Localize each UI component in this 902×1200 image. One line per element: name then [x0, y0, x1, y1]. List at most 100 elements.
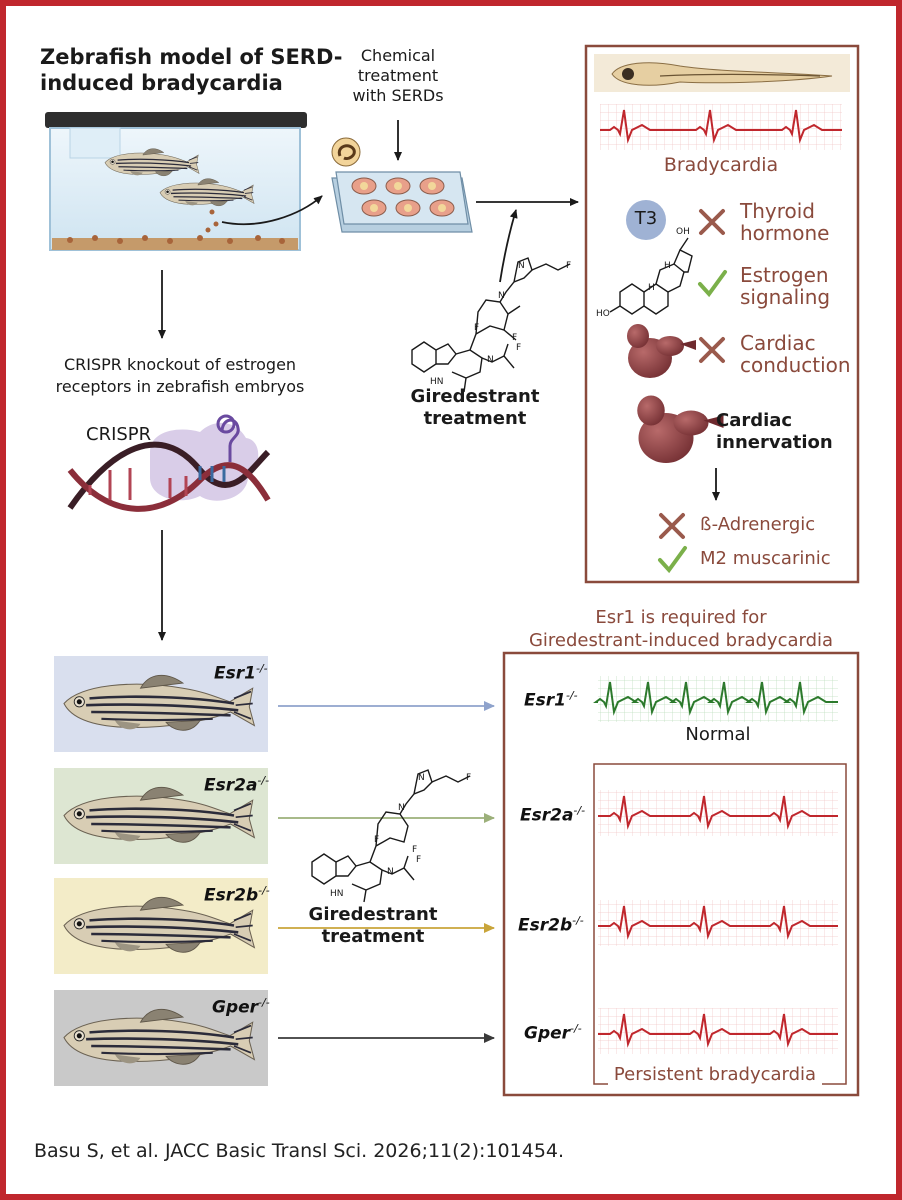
atom-f1-b: F	[374, 835, 379, 845]
fish-tank-illustration	[45, 112, 307, 251]
ecg-bradycardia-grid	[600, 104, 842, 150]
panel-sup-gper: -/-	[258, 996, 270, 1009]
receptor-beta: ß-Adrenergic	[700, 514, 816, 535]
giredestrant-structure-top	[411, 257, 571, 393]
heart-icon-conduction	[627, 324, 696, 378]
panel-gene-gper: Gper	[212, 997, 259, 1018]
t3-badge	[626, 200, 666, 240]
panel-sup-esr1: -/-	[255, 662, 268, 675]
mark-cross-3	[699, 337, 725, 363]
atom-h2: H	[648, 283, 655, 293]
conduction-line-1: Cardiac	[740, 331, 816, 355]
result-sup-esr1: -/-	[565, 689, 578, 702]
giredestrant-label-bottom: Giredestrant treatment	[308, 904, 438, 948]
crispr-label: CRISPR	[86, 424, 152, 445]
findings-box	[584, 44, 860, 584]
thyroid-line-2: hormone	[740, 221, 830, 245]
mark-check-2	[698, 270, 727, 298]
finding-thyroid: Thyroid hormone	[740, 200, 829, 244]
finding-marks	[658, 209, 727, 574]
heart-icon-innervation	[637, 395, 724, 463]
panel-gene-esr1: Esr1	[214, 663, 256, 684]
atom-f4: F	[566, 261, 571, 271]
result-gene-gper: Gper	[524, 1023, 571, 1044]
results-heading-line-1: Esr1 is required for	[595, 607, 767, 628]
results-heading-line-2: Giredestrant-induced bradycardia	[528, 630, 834, 651]
giredestrant-structure-bottom	[311, 769, 471, 903]
atom-f2: F	[512, 333, 517, 343]
panel-label-esr2a: Esr2a-/-	[204, 774, 269, 796]
larva-illustration	[594, 54, 850, 92]
panel-gene-esr2a: Esr2a	[204, 775, 258, 796]
atom-f3-b: F	[416, 855, 421, 865]
result-gene-esr2b: Esr2b	[518, 915, 573, 936]
giredestrant-top-line-1: Giredestrant	[410, 386, 540, 407]
receptor-mark-check-2	[658, 546, 687, 574]
diagram-title: Zebrafish model of SERD- induced bradyca…	[40, 44, 343, 96]
giredestrant-atoms-top: HN N N N F F F F	[430, 261, 571, 387]
giredestrant-bottom-line-1: Giredestrant	[308, 904, 438, 925]
knockout-panels	[54, 656, 495, 1086]
estrogen-line-1: Estrogen	[740, 263, 829, 287]
esr1-result-label: Normal	[685, 724, 751, 745]
results-box	[502, 651, 860, 1097]
thyroid-line-1: Thyroid	[740, 199, 815, 223]
receptor-mark-cross-1	[659, 513, 685, 539]
atom-oh: OH	[676, 227, 690, 237]
panel-sup-esr2a: -/-	[257, 774, 270, 787]
crispr-illustration	[67, 414, 271, 512]
result-sup-esr2b: -/-	[572, 914, 584, 927]
result-label-esr2b: Esr2b-/-	[518, 914, 584, 936]
chem-line-3: with SERDs	[352, 86, 444, 105]
estrogen-structure	[609, 237, 693, 315]
atom-h1: H	[664, 261, 671, 271]
mark-cross-1	[699, 209, 725, 235]
atom-nh-b: HN	[330, 889, 344, 899]
panel-label-esr1: Esr1-/-	[214, 662, 268, 684]
ecg-esr1-trace	[593, 681, 838, 716]
receptor-m2: M2 muscarinic	[700, 548, 831, 569]
atom-f1: F	[474, 323, 479, 333]
ecg-gper-trace	[598, 1013, 838, 1048]
atom-nh: HN	[430, 377, 444, 387]
giredestrant-bottom-line-2: treatment	[321, 926, 425, 947]
ecg-esr2a-trace	[598, 795, 838, 830]
ecg-bradycardia-trace	[600, 109, 842, 144]
result-label-gper: Gper-/-	[524, 1022, 582, 1044]
title-line-2: induced bradycardia	[40, 71, 283, 95]
result-sup-esr2a: -/-	[573, 804, 586, 817]
well-plate-illustration	[331, 137, 473, 233]
chemical-treatment-label: Chemical treatment with SERDs	[340, 46, 456, 106]
persistent-bradycardia-label: Persistent bradycardia	[613, 1064, 817, 1085]
results-heading: Esr1 is required for Giredestrant-induce…	[504, 606, 858, 652]
chem-line-1: Chemical	[360, 46, 436, 65]
finding-estrogen: Estrogen signaling	[740, 264, 830, 308]
phenotype-label: Bradycardia	[663, 154, 779, 176]
arrow-tank-to-plate	[221, 195, 323, 226]
arrow-giredestrant-up	[499, 209, 518, 283]
t3-badge-label: T3	[634, 208, 658, 229]
chem-line-2: treatment	[357, 66, 439, 85]
atom-f2-b: F	[412, 845, 417, 855]
panel-label-esr2b: Esr2b-/-	[204, 884, 270, 906]
citation: Basu S, et al. JACC Basic Transl Sci. 20…	[34, 1140, 565, 1162]
result-label-esr2a: Esr2a-/-	[520, 804, 585, 826]
result-gene-esr2a: Esr2a	[520, 805, 574, 826]
result-gene-esr1: Esr1	[524, 690, 566, 711]
giredestrant-top-line-2: treatment	[423, 408, 527, 429]
conduction-line-2: conduction	[740, 353, 851, 377]
atom-n2-b: N	[418, 773, 425, 783]
atom-n3: N	[498, 291, 505, 301]
result-label-esr1: Esr1-/-	[524, 689, 578, 711]
panel-label-gper: Gper-/-	[212, 996, 270, 1018]
title-line-1: Zebrafish model of SERD-	[40, 45, 343, 69]
finding-conduction: Cardiac conduction	[740, 332, 851, 376]
cardiac-innervation-label: Cardiac innervation	[716, 410, 833, 454]
atom-n: N	[487, 355, 494, 365]
atom-f4-b: F	[466, 773, 471, 783]
atom-ho: HO	[596, 309, 610, 319]
innervation-line-2: innervation	[716, 432, 833, 453]
atom-n2: N	[518, 261, 525, 271]
estrogen-atoms: OH HO H H	[596, 227, 690, 319]
